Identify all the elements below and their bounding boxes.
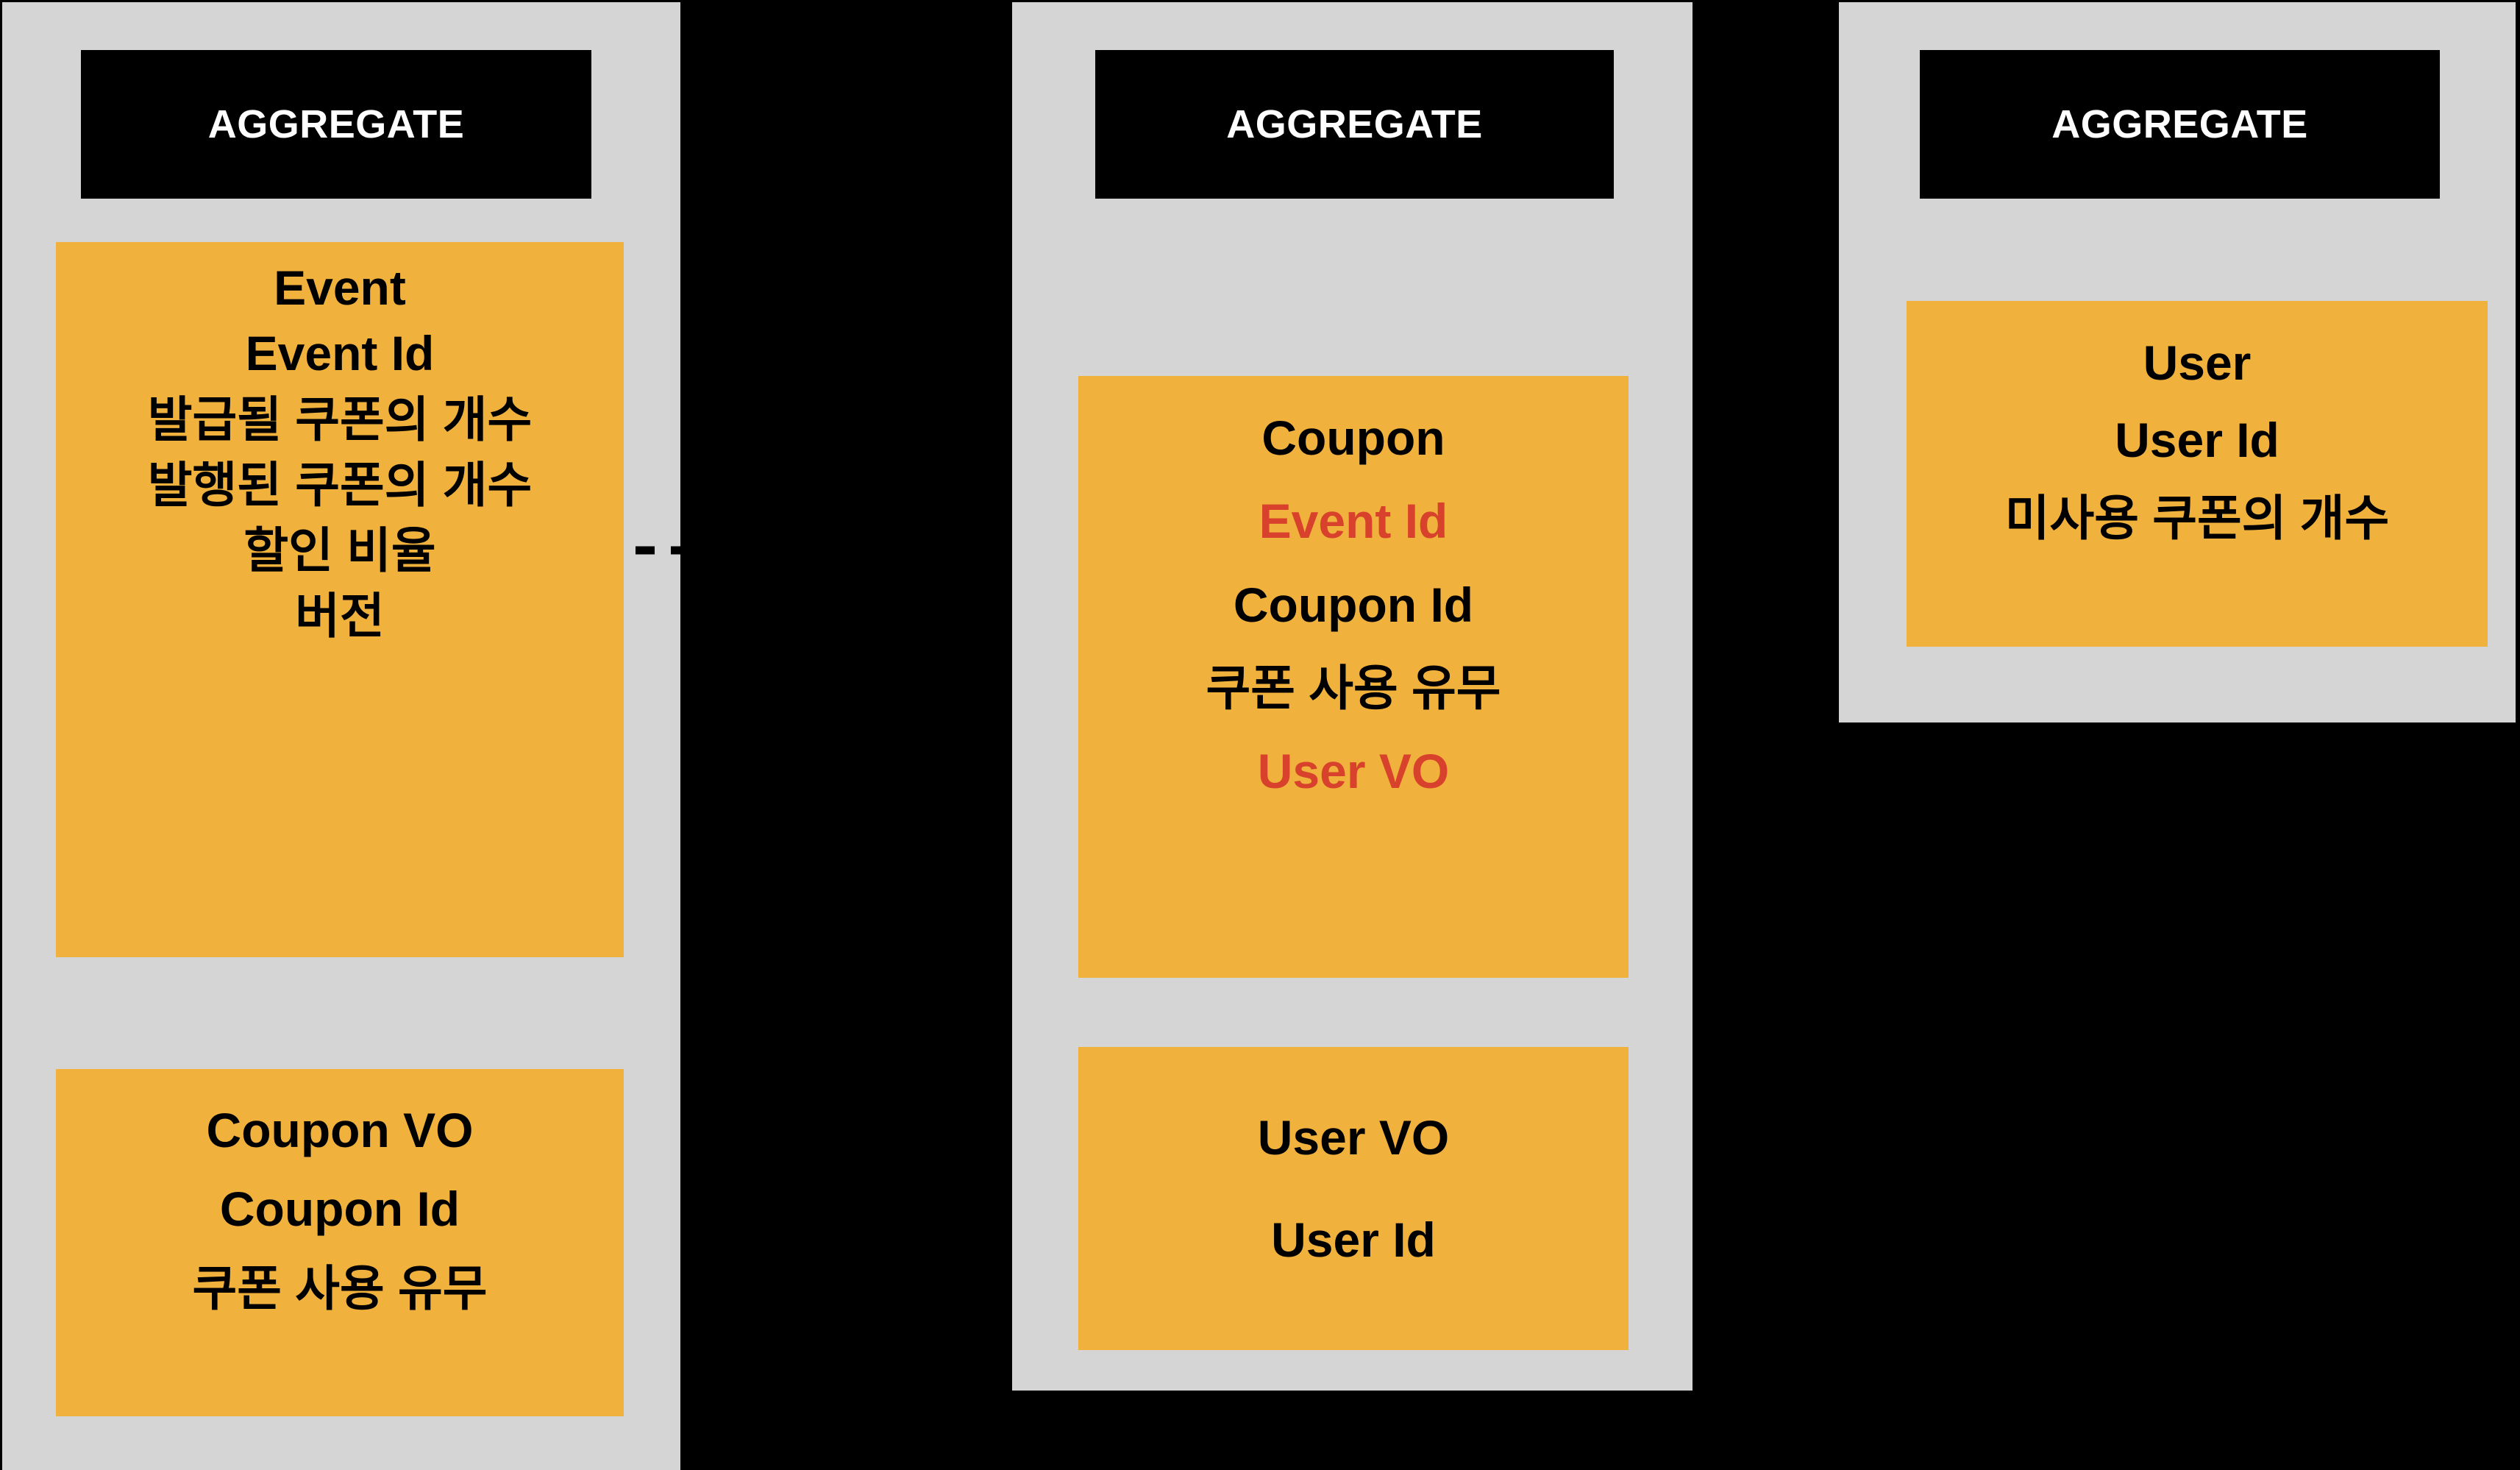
entity-card-user-vo[interactable]: User VO User Id (1078, 1047, 1629, 1350)
aggregate-container-2: AGGREGATE Coupon Event Id Coupon Id 쿠폰 사… (1012, 2, 1693, 1391)
entity-line-event-id: Event Id (245, 326, 435, 381)
aggregate-header-3: AGGREGATE (1920, 50, 2440, 199)
entity-line-coupon-id: Coupon Id (1233, 577, 1474, 632)
entity-card-coupon[interactable]: Coupon Event Id Coupon Id 쿠폰 사용 유무 User … (1078, 376, 1629, 978)
entity-line-user-vo-name: User VO (1257, 1110, 1450, 1165)
aggregate-header-2: AGGREGATE (1095, 50, 1614, 199)
entity-line-unused-coupon-count: 미사용 쿠폰의 개수 (2004, 490, 2390, 545)
entity-line-coupon-user-vo: User VO (1257, 744, 1450, 799)
entity-line-issuable-count: 발급될 쿠폰의 개수 (147, 391, 533, 447)
connector-arrow-event-to-coupon (636, 534, 1042, 567)
entity-line-version: 버전 (295, 589, 385, 644)
entity-card-event[interactable]: Event Event Id 발급될 쿠폰의 개수 발행된 쿠폰의 개수 할인 … (56, 242, 624, 957)
aggregate-container-1: AGGREGATE Event Event Id 발급될 쿠폰의 개수 발행된 … (2, 2, 680, 1470)
entity-line-coupon-event-id: Event Id (1259, 494, 1448, 549)
entity-line-user-vo-id: User Id (1271, 1212, 1436, 1268)
entity-line-user-name: User (2143, 335, 2252, 390)
entity-line-issued-count: 발행된 쿠폰의 개수 (147, 457, 533, 512)
entity-line-coupon-vo-name: Coupon VO (206, 1103, 474, 1157)
entity-line-coupon-name: Coupon (1261, 411, 1445, 465)
entity-line-coupon-vo-id: Coupon Id (219, 1182, 460, 1237)
entity-line-coupon-vo-used: 쿠폰 사용 유무 (192, 1260, 488, 1315)
entity-card-user[interactable]: User User Id 미사용 쿠폰의 개수 (1907, 301, 2488, 647)
entity-line-user-id: User Id (2115, 413, 2279, 468)
entity-line-coupon-used: 쿠폰 사용 유무 (1206, 660, 1501, 715)
aggregate-container-3: AGGREGATE User User Id 미사용 쿠폰의 개수 (1839, 2, 2516, 722)
aggregate-header-1: AGGREGATE (81, 50, 591, 199)
entity-line-discount-rate: 할인 비율 (243, 523, 436, 578)
entity-card-coupon-vo[interactable]: Coupon VO Coupon Id 쿠폰 사용 유무 (56, 1069, 624, 1416)
entity-line-event-name: Event (274, 260, 406, 315)
